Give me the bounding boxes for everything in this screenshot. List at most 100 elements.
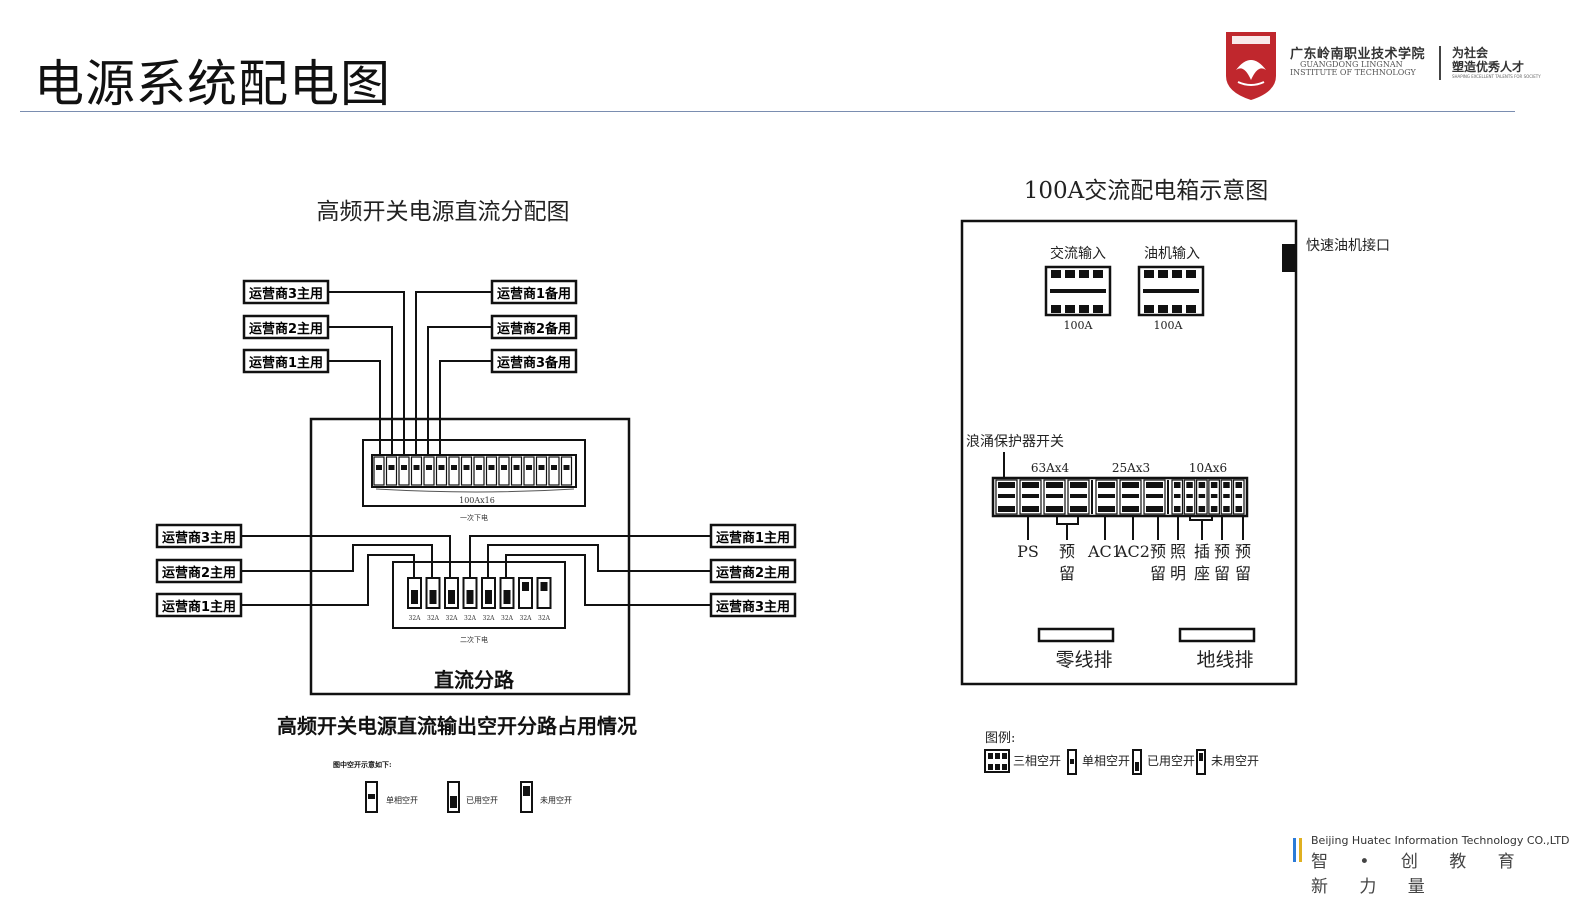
ac-legend-label-single: 单相空开 (1082, 754, 1130, 768)
breaker-100a-8[interactable] (460, 456, 473, 486)
breaker-100a-5[interactable] (423, 456, 435, 486)
breaker-32a-7[interactable] (518, 577, 533, 609)
group-rating-10a: 10Ax6 (1189, 461, 1227, 475)
ac-box-outline (960, 219, 1298, 686)
quick-connector-label: 快速油机接口 (1306, 237, 1390, 254)
ac-breaker-10[interactable] (1196, 479, 1208, 515)
breaker-100a-14[interactable] (535, 456, 548, 486)
top-right-labels: 运营商1备用 运营商2备用 运营商3备用 (490, 279, 578, 374)
breaker-32a-4[interactable] (462, 577, 478, 609)
breaker-32a-5[interactable] (481, 577, 496, 609)
breaker-100a-1[interactable] (373, 456, 385, 486)
neutral-bar-label: 零线排 (1055, 649, 1112, 671)
mid-wires (241, 535, 711, 606)
breaker-32a-rating-8: 32A (538, 615, 551, 622)
surge-protector-label: 浪涌保护器开关 (966, 434, 1064, 450)
breaker-32a-rating-2: 32A (427, 615, 440, 622)
quick-generator-connector[interactable] (1282, 244, 1296, 272)
school-slogan-line1: 为社会 (1452, 46, 1489, 60)
title-divider (20, 111, 1515, 112)
breaker-100a-9[interactable] (473, 456, 485, 486)
ac-breaker-9[interactable] (1183, 479, 1196, 515)
breaker-100a-7[interactable] (448, 456, 460, 486)
breakers-32a (407, 577, 552, 609)
ac-output-label-1: PS (1017, 542, 1039, 561)
ac-breaker-6[interactable] (1119, 479, 1142, 515)
ac-output-wires (1027, 516, 1244, 540)
dc-legend-title: 图中空开示意如下: (333, 760, 392, 769)
dc-outer-box (309, 417, 631, 696)
ac-distribution-diagram: 100A交流配电箱示意图 快速油机接口 交流输入 油机输入 100A 100A … (960, 178, 1390, 775)
gen-input-rating: 100A (1154, 319, 1184, 332)
mid-right-labels: 运营商1主用 运营商2主用 运营商3主用 (709, 523, 797, 618)
label-op1-main-right: 运营商1主用 (716, 530, 790, 546)
ground-bar-label: 地线排 (1196, 649, 1253, 671)
ac-breaker-7[interactable] (1143, 479, 1166, 515)
breaker-100a-16[interactable] (560, 456, 573, 486)
ac-legend-label-unused: 未用空开 (1211, 754, 1259, 768)
breaker-100a-6[interactable] (435, 456, 448, 486)
school-name-en-line1: GUANGDONG LINGNAN (1300, 60, 1403, 69)
dc-legend-label-unused: 未用空开 (540, 795, 572, 805)
dc-legend-used: 已用空开 (447, 781, 498, 813)
ac-breaker-12[interactable] (1220, 479, 1233, 515)
ac-breaker-3[interactable] (1043, 479, 1066, 515)
breaker-32a-6[interactable] (499, 577, 515, 609)
ac-output-label-2-line2: 留 (1059, 564, 1075, 583)
breaker-32a-3[interactable] (444, 577, 459, 609)
breaker-32a-1[interactable] (407, 577, 422, 609)
breaker-32a-2[interactable] (425, 577, 441, 609)
school-crest-icon (1226, 32, 1276, 100)
breakers-100a (371, 454, 577, 493)
breaker-100a-4[interactable] (410, 456, 423, 486)
ac-legend-used: 已用空开 (1132, 749, 1195, 775)
ac-input-rating: 100A (1064, 319, 1094, 332)
breaker-100a-13[interactable] (523, 456, 535, 486)
breaker-100a-11[interactable] (498, 456, 510, 486)
ac-output-label-7: 插 (1194, 542, 1210, 561)
ac-breaker-13[interactable] (1232, 479, 1245, 515)
ac-breaker-2[interactable] (1019, 479, 1042, 515)
ac-output-label-9-line2: 留 (1235, 564, 1251, 583)
breaker-100a-15[interactable] (548, 456, 560, 486)
ac-breaker-8[interactable] (1171, 479, 1184, 515)
breaker-100a-10[interactable] (485, 456, 498, 486)
ac-output-label-6-line2: 明 (1170, 564, 1186, 583)
school-slogan-en: SHAPING EXCELLENT TALENTS FOR SOCIETY (1452, 74, 1541, 79)
second-power-down-panel (392, 561, 566, 629)
logo-separator (1439, 46, 1441, 80)
footer-company-name: Beijing Huatec Information Technology CO… (1311, 834, 1570, 847)
label-op3-main-right: 运营商3主用 (716, 599, 790, 615)
ac-output-label-4: AC2 (1115, 542, 1150, 561)
breaker-100a-12[interactable] (510, 456, 523, 486)
ac-breaker-11[interactable] (1208, 479, 1220, 515)
breaker-100a-3[interactable] (398, 456, 410, 486)
first-power-down-panel (362, 439, 586, 507)
breaker-100a-2[interactable] (385, 456, 398, 486)
ac-branch-breakers (995, 479, 1245, 515)
ac-breaker-5[interactable] (1095, 479, 1118, 515)
ac-output-label-7-line2: 座 (1194, 564, 1210, 583)
ac-breaker-1[interactable] (995, 479, 1018, 515)
first-panel-rating: 100Ax16 (459, 496, 495, 505)
ac-output-label-6: 照 (1170, 542, 1186, 561)
school-slogan-line2: 塑造优秀人才 (1452, 60, 1525, 74)
second-panel-caption: 二次下电 (460, 635, 488, 644)
ac-legend-label-three: 三相空开 (1013, 754, 1061, 768)
ac-output-label-8: 预 (1214, 542, 1230, 561)
breaker-32a-rating-1: 32A (409, 615, 422, 622)
breaker-32a-8[interactable] (536, 577, 552, 609)
ac-legend-label-used: 已用空开 (1147, 754, 1195, 768)
footer-slogan: 智 • 创 教 育 新 力 量 (1311, 852, 1528, 897)
generator-input-breaker[interactable] (1137, 265, 1205, 317)
label-op1-main-mid: 运营商1主用 (162, 599, 236, 615)
neutral-bar (1037, 627, 1115, 643)
dc-branch-caption: 直流分路 (434, 668, 515, 692)
breaker-32a-rating-4: 32A (464, 615, 477, 622)
ac-breaker-4[interactable] (1067, 479, 1090, 515)
ac-output-label-9: 预 (1235, 542, 1251, 561)
ac-input-breaker[interactable] (1044, 265, 1112, 317)
ac-output-label-2: 预 (1059, 542, 1075, 561)
top-wires (328, 291, 492, 455)
